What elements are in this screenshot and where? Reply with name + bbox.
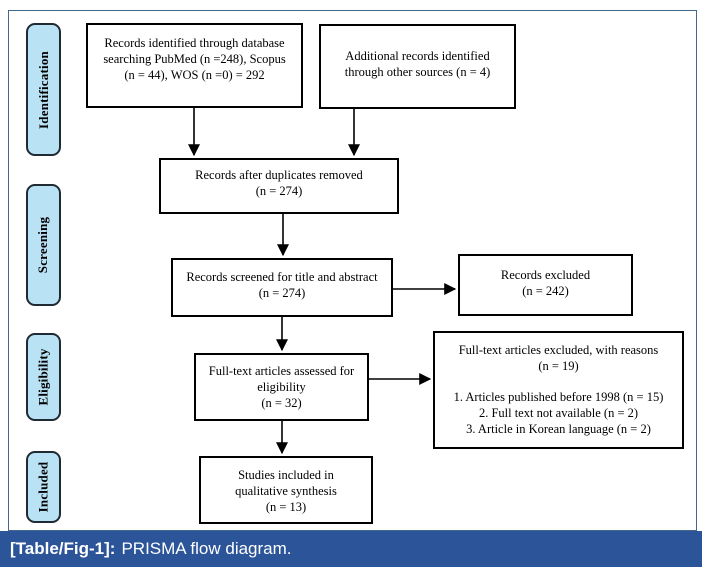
box-additional-records-line2: through other sources (n = 4) [344, 65, 491, 79]
diagram-panel: Identification Screening Eligibility Inc… [8, 10, 697, 531]
box-records-screened: Records screened for title and abstract … [171, 258, 393, 317]
box-records-excluded: Records excluded (n = 242) [458, 254, 633, 316]
box-included-studies: Studies included in qualitative synthesi… [199, 456, 373, 524]
box-fulltext-excluded: Full-text articles excluded, with reason… [433, 331, 684, 449]
box-fulltext-excluded-reason2: 2. Full text not available (n = 2) [478, 406, 639, 420]
stage-screening: Screening [26, 184, 61, 306]
box-fulltext-assessed-line3: (n = 32) [261, 396, 302, 410]
box-records-identified-line3: (n = 44), WOS (n =0) = 292 [124, 68, 265, 82]
caption-bar: [Table/Fig-1]: PRISMA flow diagram. [0, 531, 702, 567]
box-fulltext-assessed: Full-text articles assessed for eligibil… [194, 353, 369, 421]
stage-included-label: Included [35, 461, 51, 513]
box-records-screened-line1: Records screened for title and abstract [186, 270, 378, 284]
box-records-excluded-line1: Records excluded [500, 268, 591, 282]
box-records-screened-line2: (n = 274) [258, 286, 306, 300]
box-fulltext-excluded-reason1: 1. Articles published before 1998 (n = 1… [453, 390, 664, 404]
box-duplicates-removed-line2: (n = 274) [255, 184, 303, 198]
box-fulltext-assessed-line2: eligibility [257, 380, 306, 394]
box-fulltext-excluded-header1: Full-text articles excluded, with reason… [458, 343, 659, 357]
box-records-identified-line1: Records identified through database [104, 36, 285, 50]
stage-identification: Identification [26, 23, 61, 156]
box-included-studies-line3: (n = 13) [265, 500, 307, 514]
box-records-excluded-line2: (n = 242) [522, 284, 569, 298]
caption-label: [Table/Fig-1]: [10, 539, 116, 558]
stage-eligibility: Eligibility [26, 333, 61, 421]
box-additional-records-line1: Additional records identified [345, 49, 490, 63]
box-included-studies-line2: qualitative synthesis [235, 484, 337, 498]
box-duplicates-removed: Records after duplicates removed (n = 27… [159, 158, 399, 214]
caption-text: PRISMA flow diagram. [121, 539, 292, 558]
stage-screening-label: Screening [35, 216, 51, 274]
stage-identification-label: Identification [35, 50, 51, 129]
stage-included: Included [26, 451, 61, 523]
box-included-studies-line1: Studies included in [238, 468, 334, 482]
box-fulltext-assessed-line1: Full-text articles assessed for [208, 364, 355, 378]
box-additional-records: Additional records identified through ot… [319, 24, 516, 109]
box-fulltext-excluded-reason3: 3. Article in Korean language (n = 2) [466, 422, 651, 436]
box-fulltext-excluded-header2: (n = 19) [538, 359, 579, 373]
box-records-identified-line2: searching PubMed (n =248), Scopus [103, 52, 286, 66]
box-duplicates-removed-line1: Records after duplicates removed [195, 168, 363, 182]
stage-eligibility-label: Eligibility [35, 348, 51, 406]
box-records-identified: Records identified through database sear… [86, 23, 303, 108]
